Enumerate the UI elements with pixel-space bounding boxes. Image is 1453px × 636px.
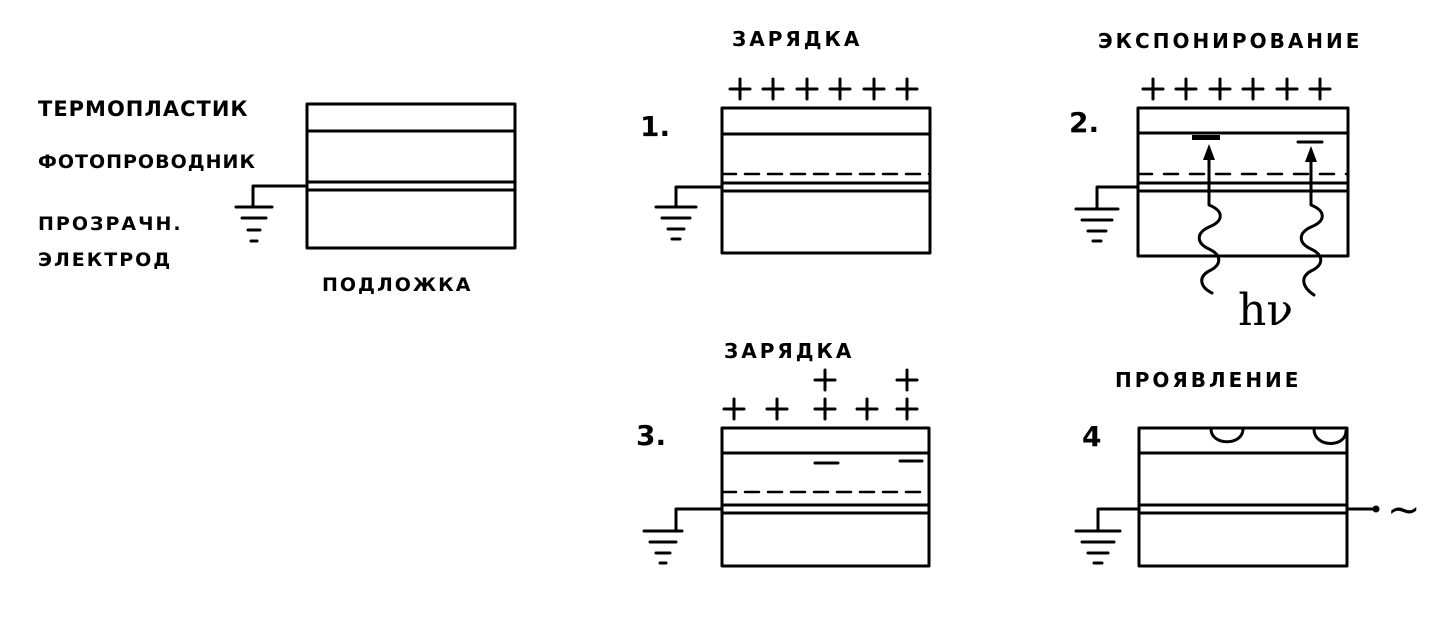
layer-stack bbox=[720, 106, 932, 255]
ground-symbol bbox=[642, 507, 724, 565]
step-2-exposure: ЭКСПОНИРОВАНИЕ 2. hν bbox=[1069, 29, 1362, 336]
ground-symbol bbox=[654, 185, 724, 241]
label-transparent: ПРОЗРАЧН. bbox=[38, 213, 183, 235]
step-2-number: 2. bbox=[1069, 106, 1099, 139]
step-3-title: ЗАРЯДКА bbox=[724, 339, 854, 363]
ground-symbol bbox=[234, 184, 309, 243]
step-4-title: ПРОЯВЛЕНИЕ bbox=[1115, 368, 1301, 392]
step-4-number: 4 bbox=[1082, 420, 1101, 453]
label-photoconductor: ФОТОПРОВОДНИК bbox=[38, 151, 256, 173]
ground-symbol bbox=[1074, 507, 1141, 565]
light-ray-left bbox=[1197, 144, 1222, 295]
layer-stack bbox=[1136, 106, 1350, 258]
ac-symbol: ~ bbox=[1387, 487, 1421, 533]
layer-stack bbox=[720, 426, 931, 568]
label-thermoplastic: ТЕРМОПЛАСТИК bbox=[38, 97, 249, 121]
layer-structure-legend: ТЕРМОПЛАСТИК ФОТОПРОВОДНИК ПРОЗРАЧН. ЭЛЕ… bbox=[38, 97, 517, 296]
step-1-number: 1. bbox=[640, 110, 670, 143]
step-1-charging: ЗАРЯДКА 1. bbox=[640, 27, 932, 255]
surface-charges bbox=[1141, 77, 1332, 101]
photon-symbol: hν bbox=[1238, 285, 1293, 336]
step-3-number: 3. bbox=[636, 419, 666, 452]
relief-depressions bbox=[1209, 427, 1348, 445]
layer-stack bbox=[1137, 426, 1349, 568]
surface-charges bbox=[728, 77, 919, 101]
surface-charges bbox=[722, 397, 919, 421]
label-electrode: ЭЛЕКТРОД bbox=[38, 249, 172, 271]
light-ray-right bbox=[1299, 146, 1324, 297]
step-2-title: ЭКСПОНИРОВАНИЕ bbox=[1098, 29, 1362, 53]
legend-layer-stack bbox=[305, 102, 517, 250]
ac-source: ~ bbox=[1345, 487, 1421, 533]
step-3-recharging: ЗАРЯДКА 3. bbox=[636, 339, 931, 568]
label-substrate: ПОДЛОЖКА bbox=[322, 274, 472, 296]
step-4-development: ПРОЯВЛЕНИЕ 4 ~ bbox=[1074, 368, 1421, 568]
step-1-title: ЗАРЯДКА bbox=[732, 27, 862, 51]
migrated-charges bbox=[1192, 135, 1324, 144]
surface-charges-top-row bbox=[813, 368, 919, 392]
ground-symbol bbox=[1074, 185, 1140, 243]
